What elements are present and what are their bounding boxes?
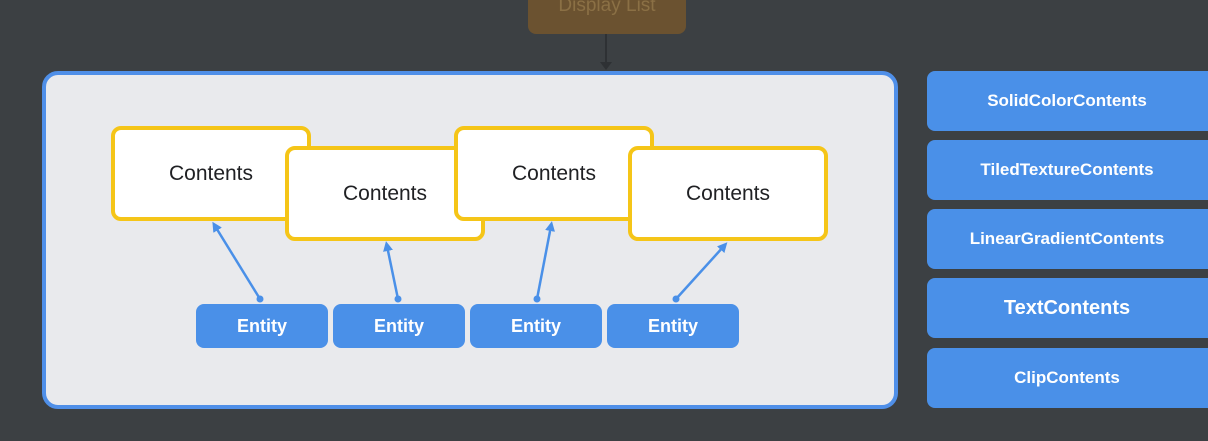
contents-box-2: Contents xyxy=(285,146,485,241)
contents-type-linear-gradient: LinearGradientContents xyxy=(927,209,1208,269)
entity-box-1: Entity xyxy=(196,304,328,348)
entity-box-3: Entity xyxy=(470,304,602,348)
contents-box-1: Contents xyxy=(111,126,311,221)
contents-type-clip: ClipContents xyxy=(927,348,1208,408)
contents-type-solid-color: SolidColorContents xyxy=(927,71,1208,131)
entity-box-2: Entity xyxy=(333,304,465,348)
display-list-connector xyxy=(605,34,607,66)
entity-box-4: Entity xyxy=(607,304,739,348)
contents-box-3: Contents xyxy=(454,126,654,221)
contents-box-4: Contents xyxy=(628,146,828,241)
display-list-node: Display List xyxy=(528,0,686,34)
contents-type-tiled-texture: TiledTextureContents xyxy=(927,140,1208,200)
display-list-arrowhead xyxy=(600,62,612,70)
contents-type-text: TextContents xyxy=(927,278,1208,338)
